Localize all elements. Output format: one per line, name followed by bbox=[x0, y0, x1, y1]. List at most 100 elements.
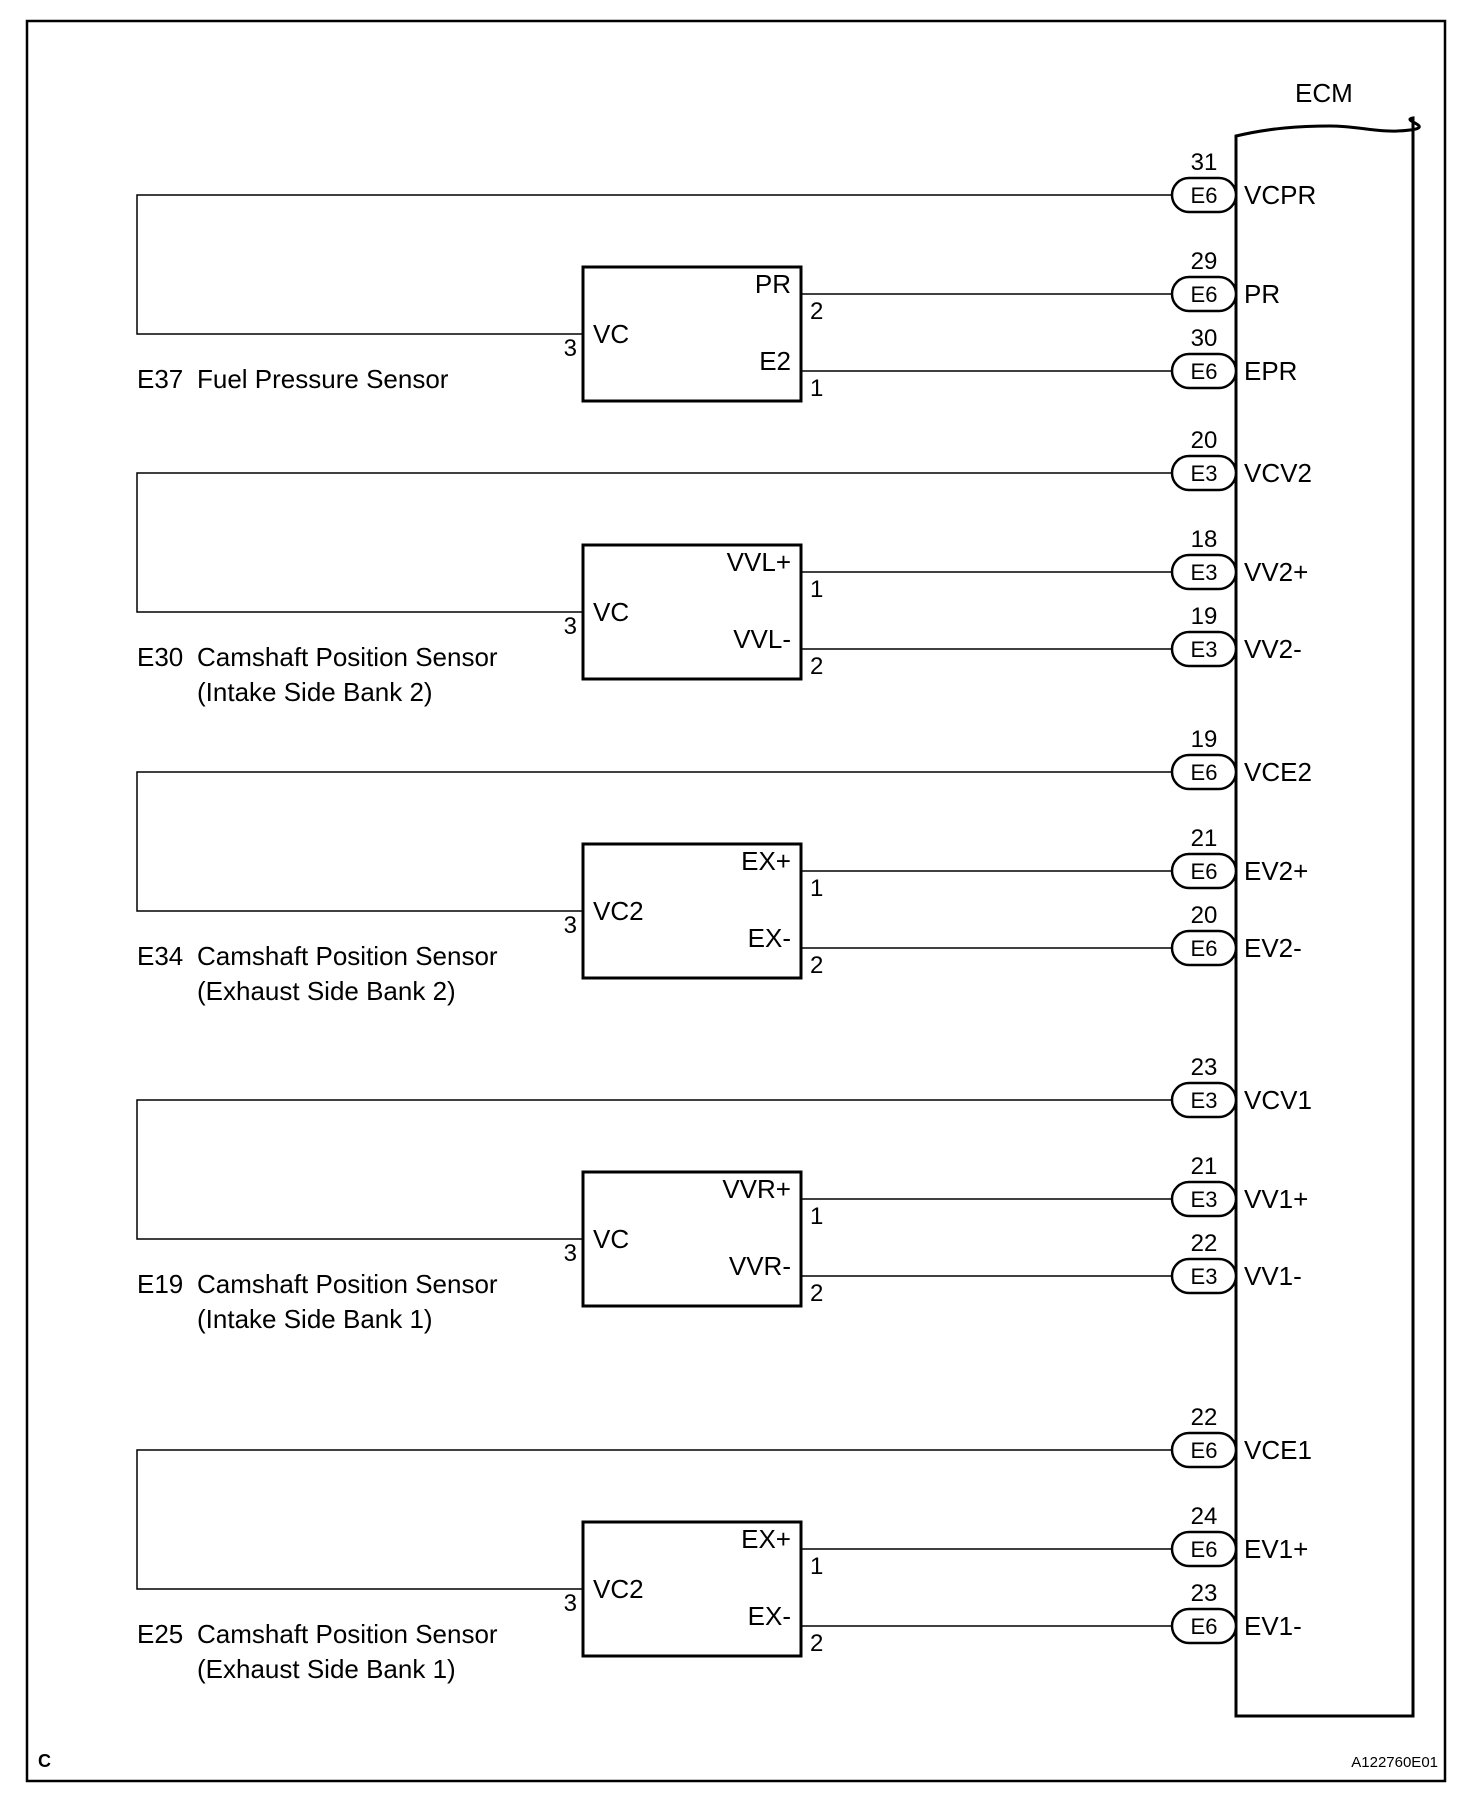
top-pin-number: 1 bbox=[810, 875, 823, 902]
sensor-box bbox=[581, 265, 803, 403]
connector-code: E3 bbox=[1191, 637, 1218, 662]
sensor-sub-name: (Intake Side Bank 2) bbox=[197, 677, 433, 707]
supply-wire bbox=[136, 1449, 1175, 1590]
ecm-pin-number: 20 bbox=[1191, 902, 1218, 929]
connector-code: E6 bbox=[1191, 760, 1218, 785]
vc-pin-number: 3 bbox=[564, 335, 577, 362]
ecm-signal-label: VCV1 bbox=[1244, 1085, 1312, 1115]
top-pin-number: 1 bbox=[810, 576, 823, 603]
vc-pin-number: 3 bbox=[564, 912, 577, 939]
vc-terminal-label: VC bbox=[593, 1224, 629, 1254]
ecm-pin-number: 21 bbox=[1191, 1153, 1218, 1180]
sensor-ref: E19 bbox=[137, 1269, 183, 1299]
figure-code: A122760E01 bbox=[1351, 1754, 1438, 1771]
sensor-box bbox=[581, 1170, 803, 1308]
bottom-terminal-label: EX- bbox=[748, 1601, 791, 1631]
sensor-sub-name: (Intake Side Bank 1) bbox=[197, 1304, 433, 1334]
ecm-pin-number: 23 bbox=[1191, 1054, 1218, 1081]
top-terminal-label: VVR+ bbox=[722, 1174, 791, 1204]
vc-pin-number: 3 bbox=[564, 1590, 577, 1617]
ecm-pin-number: 20 bbox=[1191, 427, 1218, 454]
connector-pill bbox=[1170, 553, 1238, 591]
sensor-name: Fuel Pressure Sensor bbox=[197, 364, 449, 394]
sensor-group-e30: VC VVL+ VVL- 3 1 2 E30 Camshaft Position Sensor… bbox=[136, 427, 1312, 707]
sensor-name: Camshaft Position Sensor bbox=[197, 642, 498, 672]
ecm-signal-label: VV1- bbox=[1244, 1261, 1302, 1291]
top-pin-number: 1 bbox=[810, 1203, 823, 1230]
ecm-signal-label: VV2- bbox=[1244, 634, 1302, 664]
connector-pill bbox=[1170, 1530, 1238, 1568]
ecm-signal-label: PR bbox=[1244, 279, 1280, 309]
sensor-ref: E30 bbox=[137, 642, 183, 672]
corner-mark: C bbox=[38, 1751, 51, 1771]
connector-pill bbox=[1170, 176, 1238, 214]
sensor-sub-name: (Exhaust Side Bank 2) bbox=[197, 976, 456, 1006]
connector-code: E6 bbox=[1191, 282, 1218, 307]
connector-code: E6 bbox=[1191, 1614, 1218, 1639]
sensor-box bbox=[581, 1520, 803, 1658]
ecm-label: ECM bbox=[1295, 78, 1353, 108]
ecm-pin-number: 30 bbox=[1191, 325, 1218, 352]
top-pin-number: 2 bbox=[810, 298, 823, 325]
bottom-terminal-label: EX- bbox=[748, 923, 791, 953]
ecm-block bbox=[1234, 116, 1421, 1718]
sensor-ref: E37 bbox=[137, 364, 183, 394]
ecm-pin-number: 29 bbox=[1191, 248, 1218, 275]
connector-pill bbox=[1170, 1431, 1238, 1469]
bottom-pin-number: 2 bbox=[810, 1630, 823, 1657]
vc-terminal-label: VC2 bbox=[593, 1574, 644, 1604]
vc-pin-number: 3 bbox=[564, 1240, 577, 1267]
connector-pill bbox=[1170, 1257, 1238, 1295]
ecm-pin-number: 22 bbox=[1191, 1230, 1218, 1257]
sensor-name: Camshaft Position Sensor bbox=[197, 1619, 498, 1649]
ecm-pin-number: 18 bbox=[1191, 526, 1218, 553]
ecm-pin-number: 31 bbox=[1191, 149, 1218, 176]
ecm-pin-number: 22 bbox=[1191, 1404, 1218, 1431]
top-terminal-label: PR bbox=[755, 269, 791, 299]
connector-pill bbox=[1170, 275, 1238, 313]
ecm-signal-label: VCPR bbox=[1244, 180, 1316, 210]
bottom-terminal-label: VVL- bbox=[733, 624, 791, 654]
sensor-box bbox=[581, 543, 803, 681]
bottom-terminal-label: VVR- bbox=[729, 1251, 791, 1281]
diagram-frame bbox=[25, 19, 1447, 1783]
top-terminal-label: EX+ bbox=[741, 846, 791, 876]
connector-pill bbox=[1170, 753, 1238, 791]
bottom-pin-number: 1 bbox=[810, 375, 823, 402]
connector-code: E6 bbox=[1191, 1438, 1218, 1463]
vc-pin-number: 3 bbox=[564, 613, 577, 640]
connector-code: E6 bbox=[1191, 859, 1218, 884]
top-terminal-label: VVL+ bbox=[727, 547, 791, 577]
connector-code: E6 bbox=[1191, 359, 1218, 384]
vc-terminal-label: VC bbox=[593, 319, 629, 349]
supply-wire bbox=[136, 194, 1175, 335]
connector-code: E3 bbox=[1191, 461, 1218, 486]
ecm-signal-label: VCE2 bbox=[1244, 757, 1312, 787]
ecm-signal-label: VV1+ bbox=[1244, 1184, 1308, 1214]
connector-code: E3 bbox=[1191, 1187, 1218, 1212]
connector-pill bbox=[1170, 1180, 1238, 1218]
ecm-signal-label: VCE1 bbox=[1244, 1435, 1312, 1465]
bottom-pin-number: 2 bbox=[810, 952, 823, 979]
connector-code: E6 bbox=[1191, 183, 1218, 208]
connector-pill bbox=[1170, 454, 1238, 492]
supply-wire bbox=[136, 1099, 1175, 1240]
ecm-pin-number: 23 bbox=[1191, 1580, 1218, 1607]
connector-pill bbox=[1170, 1081, 1238, 1119]
ecm-pin-number: 19 bbox=[1191, 726, 1218, 753]
ecm-pin-number: 24 bbox=[1191, 1503, 1218, 1530]
connector-pill bbox=[1170, 630, 1238, 668]
ecm-signal-label: EV2+ bbox=[1244, 856, 1308, 886]
vc-terminal-label: VC2 bbox=[593, 896, 644, 926]
connector-code: E3 bbox=[1191, 560, 1218, 585]
ecm-signal-label: EV1+ bbox=[1244, 1534, 1308, 1564]
supply-wire bbox=[136, 472, 1175, 613]
vc-terminal-label: VC bbox=[593, 597, 629, 627]
connector-pill bbox=[1170, 352, 1238, 390]
bottom-pin-number: 2 bbox=[810, 653, 823, 680]
